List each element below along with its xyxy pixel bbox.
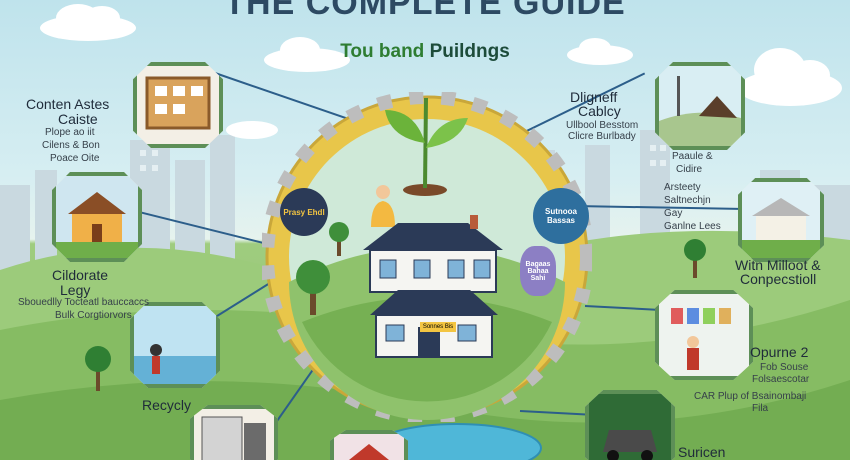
frame-villa: [738, 178, 824, 262]
tree-icon: [684, 239, 706, 278]
frame-bottom-left: [190, 405, 278, 460]
subtitle-part2: Puildngs: [429, 41, 510, 62]
label-mid-left-title2: Legy: [60, 282, 91, 298]
frame-bulletin-board: [133, 62, 223, 148]
tree-icon: [296, 260, 330, 315]
label-bottom-left-title: Recycly: [142, 397, 192, 413]
label-right-upper-line: Paaule &: [672, 151, 713, 162]
label-top-left-title: Conten Astes: [26, 96, 110, 112]
page-title: THE COMPLETE GUIDE: [224, 0, 626, 22]
label-top-left-title2: Caiste: [58, 111, 98, 127]
frame-shop: [655, 290, 753, 380]
frame-recycling: [130, 302, 220, 388]
label-right-upper-line: Arsteety: [664, 182, 701, 193]
label-top-right-line: Clicre Burlbady: [568, 131, 636, 142]
label-right-lower-line: Fila: [752, 403, 769, 414]
page-subtitle: Tou band Puildngs: [300, 42, 550, 62]
cloud-icon: [226, 121, 278, 139]
sprout-icon: [385, 97, 468, 196]
right-badge-label: Sutnooa Bassas: [545, 207, 577, 225]
label-top-left-line: Cilens & Bon: [42, 140, 100, 151]
label-top-right-line: Ullbool Besstom: [566, 120, 639, 131]
label-right-upper-line: Saltnechjn: [664, 195, 711, 206]
label-mid-left-title: Cildorate: [52, 267, 109, 283]
cloud-icon: [40, 4, 136, 41]
label-right-lower-line: Folsaescotar: [752, 374, 810, 385]
frame-construction: [655, 62, 745, 150]
frame-bottom-center: [330, 430, 408, 460]
left-badge-label: Prasy Ehdl: [283, 207, 325, 217]
label-mid-left-line: Sbouedlly Tocteatl bauccaccs: [18, 297, 150, 308]
label-right-mid-title: Witn Milloot &: [735, 257, 821, 273]
cloud-icon: [567, 38, 633, 65]
label-mid-left-line: Bulk Corgtiorvors: [55, 310, 132, 321]
label-right-lower-title: Opurne 2: [750, 344, 809, 360]
mid-badge-label: Bagaas Bahaa Sahi: [525, 260, 551, 282]
person-icon: [371, 185, 395, 227]
label-top-right-title2: Cablcy: [578, 103, 621, 119]
label-top-left-line: Plope ao iit: [45, 127, 95, 138]
label-right-upper-line: Ganlne Lees: [664, 221, 721, 232]
label-bottom-right-title: Suricen: [678, 444, 726, 460]
label-right-lower-line: Fob Souse: [760, 362, 809, 373]
label-right-upper-line: Gay: [664, 208, 683, 219]
mid-badge: Bagaas Bahaa Sahi: [520, 246, 556, 296]
label-top-right-title: Dligneff: [570, 89, 618, 105]
label-right-upper-line: Cidire: [676, 164, 703, 175]
subtitle-part1: Tou band: [340, 41, 425, 62]
label-right-lower-line: CAR Plup of Bsainombaji: [694, 391, 807, 402]
label-right-mid-title2: Conpecstioll: [740, 271, 817, 287]
left-badge: Prasy Ehdl: [280, 188, 328, 236]
house-icon: [363, 215, 503, 358]
cloud-icon: [738, 48, 842, 106]
label-top-left-line: Poace Oite: [50, 153, 100, 164]
tree-icon: [85, 346, 111, 391]
right-badge: Sutnooa Bassas: [533, 188, 589, 244]
frame-cottage: [52, 172, 142, 262]
building-sign: Sonnes Bis: [420, 322, 456, 332]
frame-car: [585, 390, 675, 460]
cloud-icon: [264, 37, 350, 72]
tree-icon: [329, 222, 349, 256]
